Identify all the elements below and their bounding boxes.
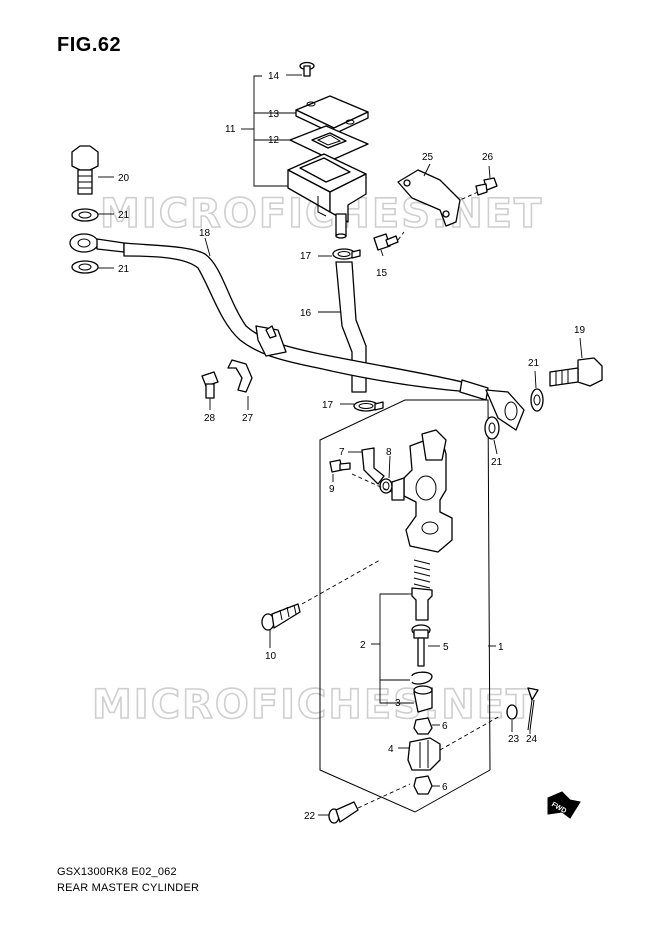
callout-17-a: 17 xyxy=(300,251,312,262)
part-28-bolt xyxy=(201,371,219,410)
callout-6-a: 6 xyxy=(442,721,448,732)
part-20-banjo-bolt xyxy=(71,145,114,195)
part-2-spring-piston xyxy=(408,559,433,621)
callout-12: 12 xyxy=(268,135,280,146)
callout-21-a: 21 xyxy=(118,210,130,221)
bracket-group-2 xyxy=(371,593,410,704)
callout-1: 1 xyxy=(498,642,504,653)
part-6-nut-a xyxy=(413,717,440,735)
callout-7: 7 xyxy=(339,447,345,458)
callout-19: 19 xyxy=(574,325,586,336)
callout-6-b: 6 xyxy=(442,782,448,793)
part-21-washer-b xyxy=(71,260,114,274)
part-4-clevis xyxy=(398,715,501,771)
callout-13: 13 xyxy=(268,109,280,120)
part-7-union xyxy=(348,447,385,485)
hose-clip xyxy=(255,325,287,357)
assembly-box-1 xyxy=(319,399,496,813)
callout-17-b: 17 xyxy=(322,400,334,411)
callout-21-d: 21 xyxy=(491,457,503,468)
callout-23: 23 xyxy=(508,734,520,745)
callout-21-c: 21 xyxy=(528,358,540,369)
watermark-bottom: MICROFICHES.NET xyxy=(92,682,535,728)
footer-model-code: GSX1300RK8 E02_062 xyxy=(57,866,177,878)
part-2-circlip xyxy=(411,671,433,685)
callout-28: 28 xyxy=(204,413,216,424)
callout-24: 24 xyxy=(526,734,538,745)
part-27-clamp xyxy=(227,359,253,410)
callout-8: 8 xyxy=(386,447,392,458)
callout-15: 15 xyxy=(376,268,388,279)
callout-5: 5 xyxy=(443,642,449,653)
callout-3: 3 xyxy=(395,698,401,709)
callout-2: 2 xyxy=(360,640,366,651)
part-19-banjo-bolt xyxy=(549,337,603,387)
part-23-washer xyxy=(506,704,518,732)
part-21-washer-a xyxy=(71,208,114,222)
callout-18: 18 xyxy=(199,228,211,239)
callout-22: 22 xyxy=(304,811,316,822)
part-10-bolt xyxy=(261,559,381,648)
bracket-group-11 xyxy=(241,75,298,187)
callout-25: 25 xyxy=(422,152,434,163)
part-9-bolt xyxy=(329,459,397,495)
part-17-clamp-top xyxy=(318,248,361,260)
part-14-screw xyxy=(286,61,315,77)
figure-title: FIG.62 xyxy=(57,34,122,56)
part-16-hose xyxy=(318,261,367,393)
part-12-diaphragm xyxy=(289,125,369,161)
fwd-arrow-icon: FWD xyxy=(547,791,581,819)
callout-10: 10 xyxy=(265,651,277,662)
part-21-washer-c xyxy=(530,370,544,412)
callout-21-b: 21 xyxy=(118,264,130,275)
part-6-nut-b xyxy=(413,775,440,795)
callout-16: 16 xyxy=(300,308,312,319)
part-3-boot xyxy=(406,685,433,713)
part-5-pushrod xyxy=(411,624,440,667)
part-21-washer-d xyxy=(484,416,500,455)
callout-4: 4 xyxy=(388,744,394,755)
callout-11: 11 xyxy=(225,124,236,135)
callout-9: 9 xyxy=(329,484,335,495)
callout-20: 20 xyxy=(118,173,130,184)
footer-description: REAR MASTER CYLINDER xyxy=(57,882,200,894)
part-26-bolt xyxy=(459,165,498,201)
callout-26: 26 xyxy=(482,152,494,163)
part-22-pin xyxy=(318,783,411,824)
part-17-clamp-bottom xyxy=(340,400,384,412)
master-cylinder-body xyxy=(391,429,453,553)
part-18-brake-hose xyxy=(69,233,525,431)
part-24-cotter-pin xyxy=(527,687,539,734)
callout-14: 14 xyxy=(268,71,280,82)
part-25-bracket xyxy=(397,163,461,227)
part-11-reservoir xyxy=(287,153,367,239)
part-15-bolt xyxy=(373,231,405,257)
callout-27: 27 xyxy=(242,413,254,424)
